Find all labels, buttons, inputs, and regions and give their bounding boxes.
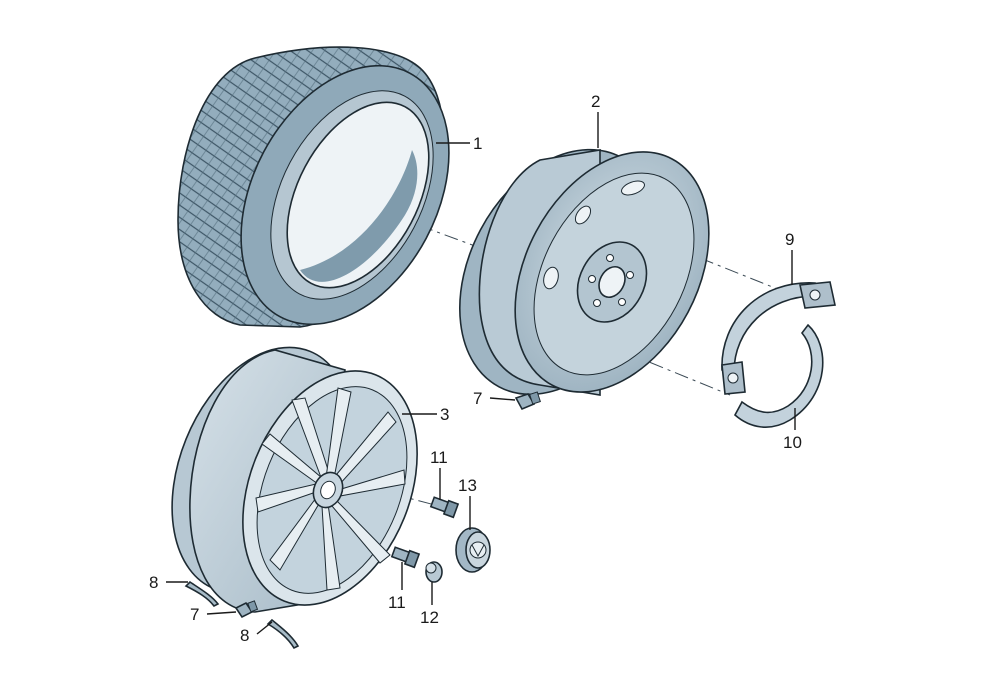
steel-rim-vent-3 bbox=[543, 266, 559, 290]
balance-weight-lower bbox=[266, 618, 300, 650]
retaining-ring-10 bbox=[733, 323, 824, 428]
steel-rim-bolt-hole-2 bbox=[626, 271, 634, 279]
badge-icon bbox=[469, 541, 487, 559]
steel-rim bbox=[459, 148, 710, 396]
steel-rim-centre-bore bbox=[598, 265, 626, 299]
callout-11-upper: 11 bbox=[430, 448, 448, 467]
alloy-wheel-spokes bbox=[255, 387, 406, 591]
wheel-bolt-lower bbox=[390, 546, 421, 569]
callout-8-lower: 8 bbox=[240, 626, 249, 645]
callout-11-lower: 11 bbox=[388, 593, 406, 612]
callout-10: 10 bbox=[783, 433, 802, 452]
callout-1: 1 bbox=[473, 134, 482, 153]
alloy-wheel bbox=[171, 346, 418, 613]
valve-lower bbox=[234, 600, 259, 619]
callout-7-upper: 7 bbox=[473, 389, 482, 408]
tyre-inner-opening bbox=[286, 101, 430, 289]
callout-7-lower: 7 bbox=[190, 605, 199, 624]
axis-line-alloy bbox=[339, 479, 436, 506]
hub-cap-13 bbox=[455, 527, 491, 573]
balance-weight-upper bbox=[184, 580, 220, 608]
steel-rim-bolt-hole-3 bbox=[618, 298, 626, 306]
leader-7b bbox=[206, 611, 237, 615]
steel-rim-vent-2 bbox=[574, 205, 592, 225]
steel-rim-vent-1 bbox=[621, 180, 645, 196]
bolt-cap-12 bbox=[425, 561, 443, 583]
wheel-bolt-upper bbox=[429, 496, 460, 519]
callout-2: 2 bbox=[591, 92, 600, 111]
axis-line-mid bbox=[649, 237, 781, 291]
tyre-inner-shadow bbox=[300, 150, 418, 282]
sensor-ring-9 bbox=[721, 281, 836, 395]
steel-rim-bolt-hole-1 bbox=[606, 254, 614, 262]
callout-9: 9 bbox=[785, 230, 794, 249]
tyre bbox=[177, 46, 450, 328]
callout-12: 12 bbox=[420, 608, 439, 627]
axis-line-low bbox=[599, 341, 731, 396]
steel-rim-bolt-hole-5 bbox=[588, 275, 596, 283]
leader-7a bbox=[489, 397, 516, 401]
leader-8b bbox=[256, 621, 273, 635]
callout-13: 13 bbox=[458, 476, 477, 495]
valve-upper bbox=[514, 391, 541, 411]
callout-8-upper: 8 bbox=[149, 573, 158, 592]
steel-rim-bolt-hole-4 bbox=[593, 299, 601, 307]
alloy-wheel-centre-bore bbox=[320, 480, 336, 500]
callout-3: 3 bbox=[440, 405, 449, 424]
